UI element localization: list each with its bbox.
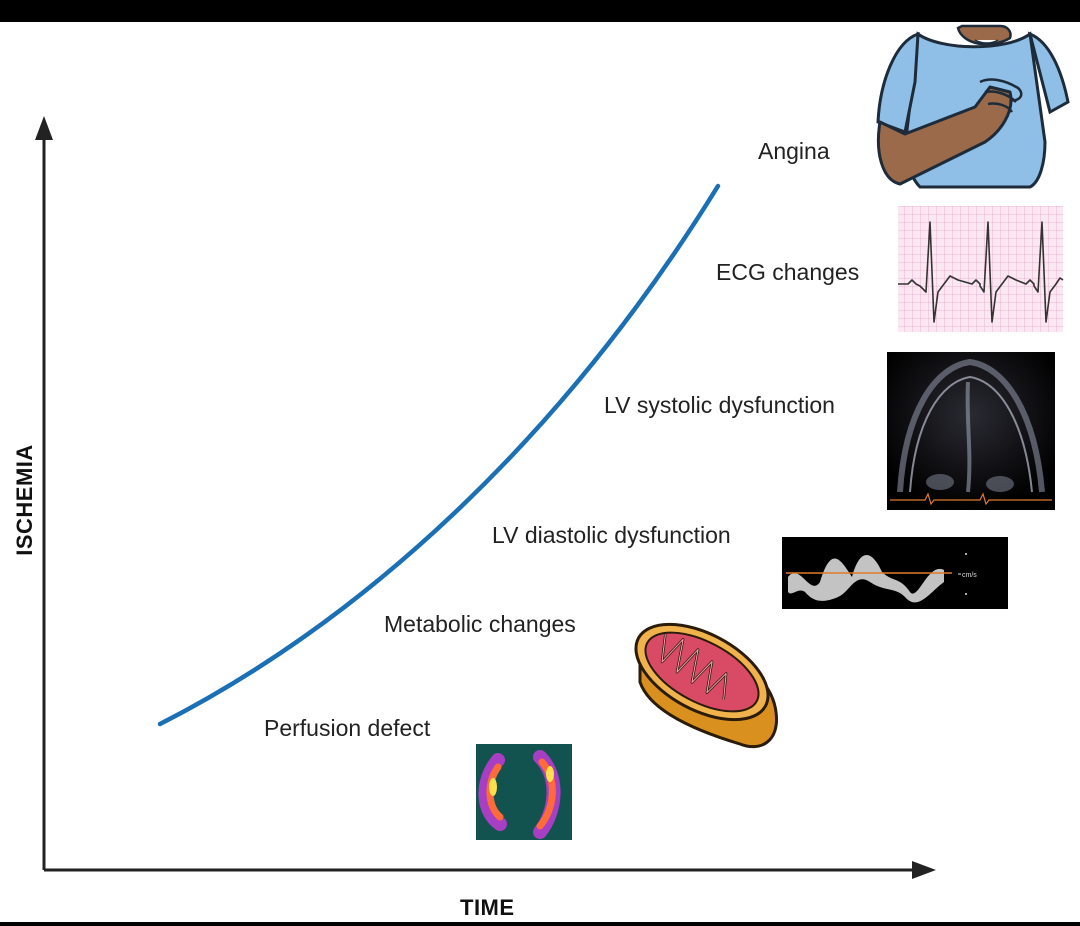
echocardiogram-image [887,352,1055,510]
ischemia-curve [157,183,721,727]
stage-label-metabolic-changes: Metabolic changes [384,611,576,637]
doppler-unit-label: cm/s [962,572,977,579]
y-axis-title: ISCHEMIA [11,444,37,556]
ischemic-cascade-diagram: cm/s [35,24,1070,879]
stage-label-ecg-changes: ECG changes [716,259,860,285]
stage-label-lv-diastolic-dysfunction: LV diastolic dysfunction [492,522,731,548]
perfusion-scan-image [476,744,572,840]
doppler-trace-image: cm/s [782,537,1008,609]
mitochondrion-image [634,622,778,749]
x-axis-title: TIME [460,895,515,920]
x-axis [44,861,936,879]
x-axis-arrowhead [912,861,936,879]
stage-label-perfusion-defect: Perfusion defect [264,715,431,741]
y-axis-arrowhead [35,116,53,140]
y-axis [35,116,53,870]
stage-label-lv-systolic-dysfunction: LV systolic dysfunction [604,392,835,418]
ecg-strip-image [898,206,1064,332]
diagram-canvas: cm/s [0,22,1080,922]
stage-label-angina: Angina [758,138,830,164]
angina-man-image [876,24,1070,189]
bottom-border [0,922,1080,926]
